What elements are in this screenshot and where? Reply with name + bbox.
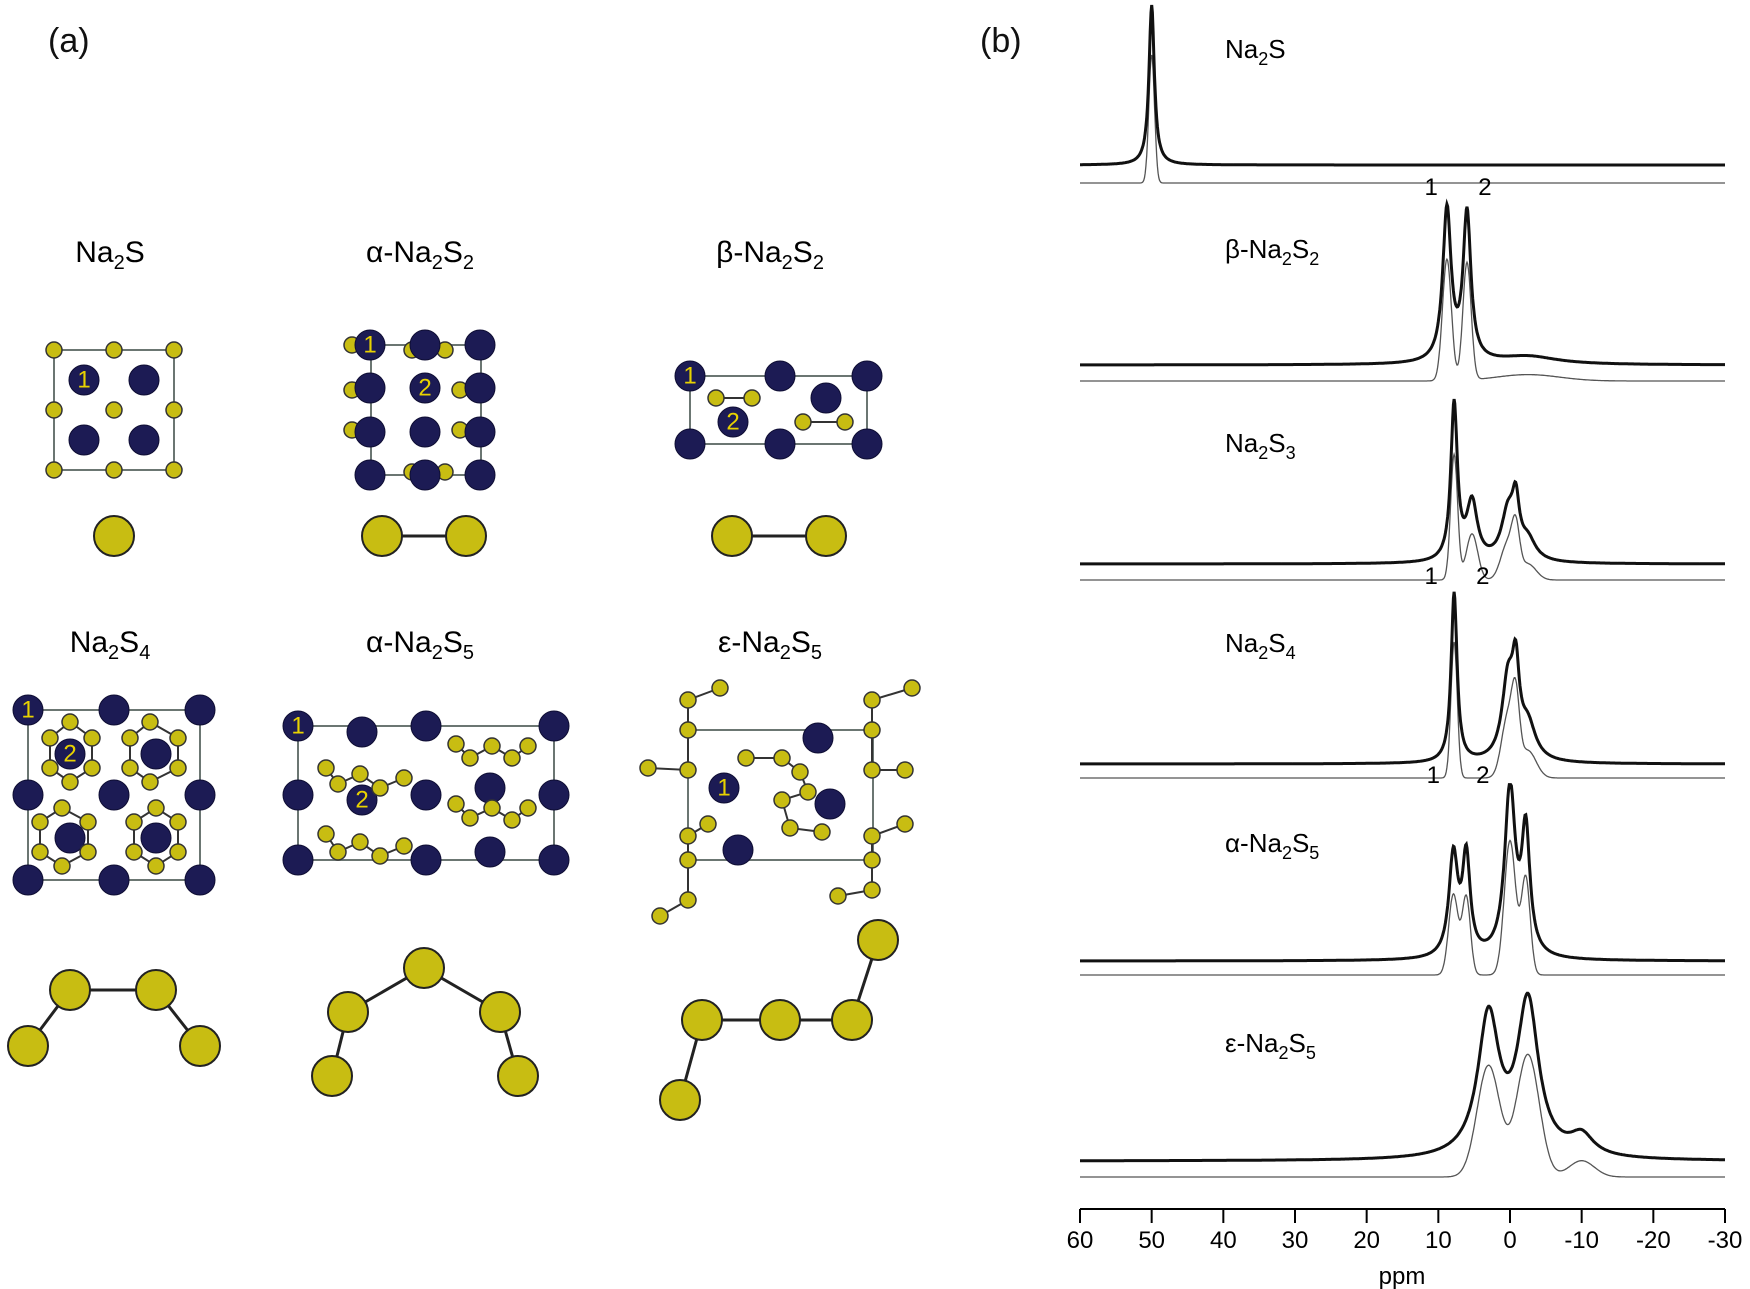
experimental-spectrum-0 (1080, 4, 1725, 167)
x-tick-label-7: -10 (1564, 1227, 1599, 1254)
na2s-site-1: 1 (77, 367, 90, 394)
experimental-spectrum-4 (1080, 783, 1725, 963)
experimental-spectrum-1 (1080, 198, 1725, 367)
spectrum-label-2: Na2S3 (1225, 428, 1296, 463)
structure-titles: Na2S α-Na2S2 β-Na2S2 Na2S4 α-Na2S5 ε-Na2… (70, 236, 824, 664)
spectrum-label-1: β-Na2S2 (1225, 234, 1319, 269)
na2s4-structure: 1 2 (7, 694, 221, 1067)
beta-na2s2-site-1: 1 (683, 363, 696, 390)
title-na2s4: Na2S4 (70, 626, 151, 664)
x-tick-label-1: 50 (1138, 1227, 1165, 1254)
experimental-spectrum-2 (1080, 398, 1725, 566)
beta-na2s2-structure: 1 2 (674, 360, 883, 557)
panel-b-label: (b) (980, 22, 1022, 60)
alpha-na2s2-site-1: 1 (363, 332, 376, 359)
alpha-na2s2-structure: 1 2 (343, 329, 496, 557)
simulated-spectrum-3 (1080, 641, 1725, 779)
panel-a-label: (a) (48, 22, 90, 60)
beta-na2s2-site-2: 2 (726, 409, 739, 436)
title-beta-na2s2: β-Na2S2 (716, 236, 824, 274)
alpha-na2s5-structure: 1 2 (282, 710, 570, 1097)
simulated-spectrum-5 (1080, 1053, 1725, 1178)
x-tick-label-8: -20 (1636, 1227, 1671, 1254)
title-epsilon-na2s5: ε-Na2S5 (718, 626, 822, 664)
epsilon-na2s5-site-1: 1 (717, 775, 730, 802)
peak-label-1-0: 1 (1425, 174, 1438, 201)
nmr-spectra (1080, 4, 1725, 1178)
peak-label-4-1: 2 (1476, 762, 1489, 789)
x-tick-label-3: 30 (1282, 1227, 1309, 1254)
spectrum-label-5: ε-Na2S5 (1225, 1028, 1316, 1063)
spectrum-label-4: α-Na2S5 (1225, 828, 1319, 863)
simulated-spectrum-2 (1080, 451, 1725, 581)
x-tick-label-0: 60 (1067, 1227, 1094, 1254)
peak-label-3-0: 1 (1425, 563, 1438, 590)
simulated-spectrum-1 (1080, 257, 1725, 382)
x-ticks: 60 50 40 30 20 10 0 -10 -20 -30 (1067, 1209, 1743, 1254)
alpha-na2s5-site-2: 2 (355, 787, 368, 814)
simulated-spectrum-0 (1080, 54, 1725, 184)
x-tick-label-6: 0 (1503, 1227, 1516, 1254)
x-tick-label-2: 40 (1210, 1227, 1237, 1254)
na2s-s-anion (93, 515, 135, 557)
experimental-spectrum-3 (1080, 591, 1725, 766)
peak-label-1-1: 2 (1478, 174, 1491, 201)
x-tick-label-4: 20 (1353, 1227, 1380, 1254)
x-axis-label: ppm (1379, 1263, 1426, 1289)
simulated-spectrum-4 (1080, 839, 1725, 976)
x-tick-label-5: 10 (1425, 1227, 1452, 1254)
title-alpha-na2s2: α-Na2S2 (366, 236, 474, 274)
na2s-structure: 1 (45, 341, 183, 557)
na2s4-site-2: 2 (63, 741, 76, 768)
epsilon-na2s5-structure: 1 (639, 679, 921, 1121)
na2s4-site-1: 1 (21, 697, 34, 724)
title-na2s: Na2S (75, 236, 145, 274)
experimental-spectrum-5 (1080, 991, 1725, 1163)
alpha-na2s2-site-2: 2 (418, 375, 431, 402)
spectrum-label-3: Na2S4 (1225, 628, 1296, 663)
alpha-na2s5-site-1: 1 (291, 713, 304, 740)
title-alpha-na2s5: α-Na2S5 (366, 626, 474, 664)
peak-label-4-0: 1 (1427, 762, 1440, 789)
peak-label-3-1: 2 (1476, 563, 1489, 590)
spectrum-label-0: Na2S (1225, 34, 1286, 69)
x-tick-label-9: -30 (1708, 1227, 1743, 1254)
x-axis: 60 50 40 30 20 10 0 -10 -20 -30 ppm (1067, 1208, 1743, 1289)
